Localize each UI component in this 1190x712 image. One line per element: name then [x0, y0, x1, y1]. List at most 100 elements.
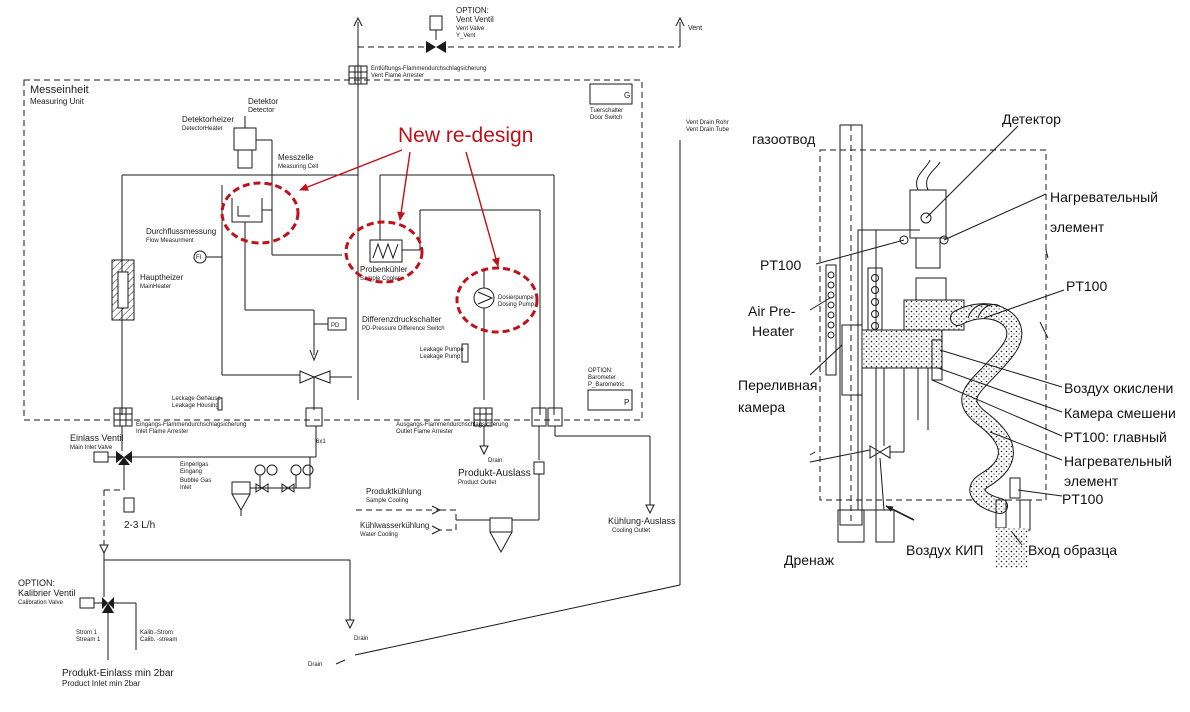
drainage-label: Дренаж: [784, 552, 835, 568]
product-outlet-label-0: Produkt-Auslass: [458, 468, 531, 479]
housing-boundary: [819, 149, 1047, 501]
pressure-switch-label-1: PD-Pressure Difference Switch: [362, 326, 445, 332]
product-inlet-label-1: Product Inlet min 2bar: [62, 679, 141, 688]
measuring-unit-label-1: Measuring Unit: [30, 97, 85, 106]
mixing-chamber: [861, 329, 943, 369]
option-vent-label-3: Y_Vent: [456, 33, 476, 39]
bubble-gas-label-0: Einperlgas: [180, 462, 208, 468]
product-outlet-label-1: Product Outlet: [458, 480, 497, 486]
bubble-gas-label-1: Eingang: [180, 469, 202, 475]
instrument-air-label: Воздух КИП: [906, 542, 983, 558]
option-vent-label-0: OPTION:: [456, 6, 489, 15]
sample-cooling-label-1: Sample Cooling: [366, 498, 408, 504]
redesign-highlights: New re-design: [220, 124, 539, 334]
measuring-cell: [231, 140, 342, 256]
door-switch-box: [589, 83, 633, 105]
bubble-gas-label-2: Bubble Gas: [180, 478, 211, 484]
flow-indicator-symbol: FI: [196, 255, 202, 261]
vent-drain-label-1: Vent Drain Tube: [686, 127, 730, 133]
leakage-housing-label-1: Leakage Housing: [172, 403, 219, 409]
highlight-measuring-cell: [220, 181, 300, 245]
main-heater: [111, 259, 135, 321]
measuring-cell-label-1: Measuring Cell: [278, 164, 318, 170]
leakage-housing-label-0: Leckage Gehäuse: [172, 396, 221, 402]
option-calibration-label-0: OPTION:: [18, 578, 55, 588]
main-heater-label-1: MainHeater: [140, 284, 171, 290]
outlet-flame-arrester: [473, 407, 493, 427]
vent-flame-arrester: [348, 65, 368, 85]
calib-stream-label-0: Kalib.-Strom: [140, 630, 173, 636]
vent-drain-label-0: Vent Drain Rohr: [686, 120, 729, 126]
redesign-title: New re-design: [398, 124, 533, 147]
measuring-unit-boundary: [23, 79, 643, 421]
overflow-chamber-label-b: камера: [738, 399, 785, 415]
heating-element-2-label-b: элемент: [1064, 473, 1119, 489]
measuring-unit-label-0: Messeinheit: [30, 84, 89, 96]
flow-measurement-label-1: Flow Measurment: [146, 238, 194, 244]
dosing-pump-label-1: Dosing Pump: [498, 302, 535, 308]
vent-valve: [426, 15, 446, 53]
option-barometer-label-0: OPTION:: [588, 368, 613, 374]
vent-label: Vent: [688, 25, 702, 32]
mixing-chamber-label: Камера смешени: [1064, 405, 1176, 421]
heating-element-1-label-a: Нагревательный: [1050, 189, 1158, 205]
highlight-sample-cooler: [344, 220, 424, 284]
bubble-gas-train: [231, 457, 314, 516]
sample-line-inner: [951, 304, 1022, 513]
pt100-bottom-label: PT100: [1062, 491, 1103, 507]
pt100-left-label: PT100: [760, 257, 801, 273]
cooling-block-2: [547, 407, 563, 427]
detector-body: [909, 159, 947, 269]
left-pid-diagram: OPTION: Vent Ventil Vent Valve Y_Vent Ve…: [18, 6, 730, 688]
detector-block: [233, 116, 272, 169]
right-cutaway-diagram: газоотвод Детектор Нагревательный элемен…: [738, 111, 1176, 568]
leakage-pump-label-0: Leakage Pumpe: [420, 347, 464, 353]
overflow-chamber-label-a: Переливная: [738, 377, 817, 393]
option-vent-label-1: Vent Ventil: [456, 15, 494, 24]
main-inlet-valve-label-1: Main Inlet Valve: [70, 445, 113, 451]
bubble-gas-label-3: Inlet: [180, 485, 192, 491]
detector-ru-label: Детектор: [1002, 111, 1061, 127]
option-calibration-label-1: Kalibrier Ventil: [18, 588, 76, 598]
detector-heater-label-0: Detektorheizer: [182, 115, 234, 124]
dosing-pump: [473, 270, 495, 400]
heating-element-1-label-b: элемент: [1050, 219, 1105, 235]
sample-cooler-label-0: Probenkühler: [360, 265, 408, 274]
pt100-main-label: PT100: главный: [1064, 429, 1167, 445]
calibration-valve: [79, 560, 137, 660]
option-barometer-label-2: P_Barometric: [588, 382, 624, 388]
barometer-symbol: P: [624, 398, 629, 407]
door-switch-label-1: Door Switch: [590, 115, 622, 121]
cooling-block-1: [531, 407, 547, 427]
option-barometer-label-1: Barometer: [588, 375, 616, 381]
pt100-right-sensor: [939, 235, 949, 245]
flow-measurement-label-0: Durchflussmessung: [146, 227, 216, 236]
gas-outlet-label: газоотвод: [752, 131, 815, 147]
option-vent-label-2: Vent Valve: [456, 26, 485, 32]
drain-label-mid: Drain: [354, 636, 368, 642]
option-calibration-label-2: Calibration Valve: [18, 600, 64, 606]
gauge-label: 6x1: [316, 439, 326, 445]
sample-inlet-label: Вход образца: [1028, 542, 1117, 558]
leakage-pump-icon: [461, 343, 469, 363]
air-preheater-label-b: Heater: [752, 323, 794, 339]
water-cooling-label-0: Kühlwasserkühlung: [360, 521, 429, 530]
pd-switch-symbol: PD: [331, 323, 340, 329]
mixing-tee: [299, 349, 352, 410]
cooling-outlet-label-1: Cooling Outlet: [612, 528, 650, 534]
door-switch-label-0: Tuerschalter: [590, 108, 623, 114]
vent-flame-arrester-label-1: Vent Flame Arrester: [371, 73, 424, 79]
detector-label-1: Detector: [248, 107, 275, 114]
inlet-flame-arrester-label-1: Inlet Flame Arrester: [136, 429, 188, 435]
main-inlet-valve-label-0: Einlass Ventil: [70, 433, 124, 443]
leader-lines: [809, 125, 1065, 546]
main-heater-label-0: Hauptheizer: [140, 273, 183, 282]
leakage-pump-label-1: Leakage Pump: [420, 354, 461, 360]
outlet-flame-arrester-label-0: Ausgangs-Flammendurchschlagsicherung: [396, 422, 508, 428]
pressure-switch-label-0: Differenzdruckschalter: [362, 315, 442, 324]
barometer-box: [587, 389, 633, 411]
pt100-right-label: PT100: [1066, 278, 1107, 294]
cooling-vessel: [456, 500, 540, 554]
heating-element-2-label-a: Нагревательный: [1064, 453, 1172, 469]
sample-cooler-label-1: Sample Cooler: [360, 276, 400, 282]
